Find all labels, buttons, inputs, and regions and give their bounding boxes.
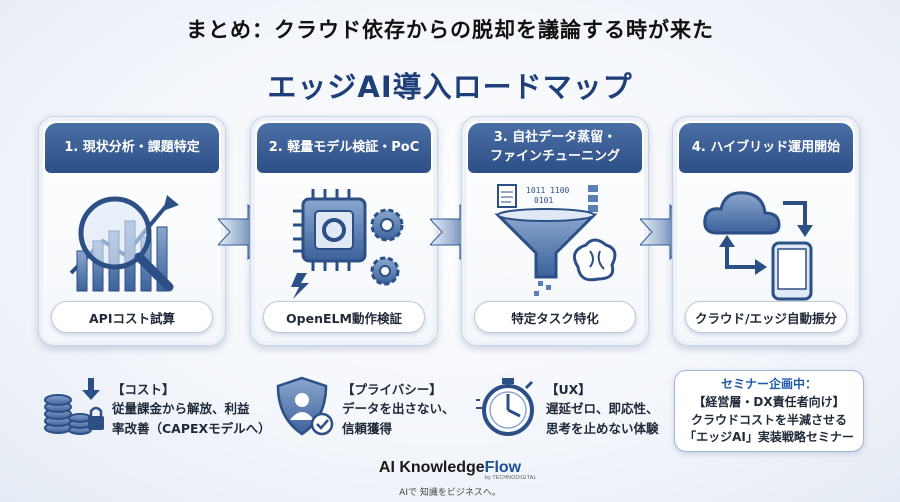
brand-logo: AI KnowledgeFlow <box>0 459 900 477</box>
seminar-line-3: クラウドコストを半減させる <box>690 412 847 427</box>
benefit-cost-line-1: 従量課金から解放、利益 <box>112 401 250 417</box>
roadmap-title: エッジAI導入ロードマップ <box>267 70 633 104</box>
chip-gears-icon <box>291 189 404 299</box>
magnifier-chart-icon <box>69 195 179 292</box>
svg-text:1011 1100: 1011 1100 <box>526 186 570 195</box>
step-card-2: 2. 軽量モデル検証・PoC OpenELM動作検証 <box>250 116 438 346</box>
step-title-1: 1. 現状分析・課題特定 <box>45 123 219 173</box>
step-title-3: 3. 自社データ蒸留・ ファインチューニング <box>468 123 642 173</box>
shield-user-icon <box>276 376 334 436</box>
step-card-3: 3. 自社データ蒸留・ ファインチューニング 1011 1100 0101 特定… <box>461 116 649 346</box>
benefit-cost-line-2: 率改善（CAPEXモデルへ） <box>112 420 271 436</box>
seminar-line-1: セミナー企画中： <box>720 377 817 391</box>
benefit-privacy: 【プライバシー】 データを出さない、 信頼獲得 <box>272 374 455 444</box>
brand-tagline: AIで 知識をビジネスへ。 <box>399 488 501 498</box>
brand-by-line: by TECHNODIGITAL <box>485 475 537 481</box>
step-card-4: 4. ハイブリッド運用開始 クラウド/エッジ自動振分 <box>672 116 860 346</box>
step-pill-2: OpenELM動作検証 <box>263 301 425 333</box>
stopwatch-icon <box>476 378 534 436</box>
seminar-line-2: 【経営層・DX責任者向け】 <box>693 394 845 409</box>
benefit-privacy-title: 【プライバシー】 <box>342 382 442 397</box>
benefit-privacy-line-1: データを出さない、 <box>342 401 455 417</box>
step-card-1: 1. 現状分析・課題特定 APIコスト試算 <box>38 116 226 346</box>
step-pill-4: クラウド/エッジ自動振分 <box>685 301 847 333</box>
seminar-announcement: セミナー企画中： 【経営層・DX責任者向け】 クラウドコストを半減させる 「エッ… <box>674 370 864 452</box>
page-header-title: まとめ：クラウド依存からの脱却を議論する時が来た <box>186 18 714 42</box>
step-pill-1: APIコスト試算 <box>51 301 213 333</box>
coins-lock-icon <box>44 378 104 435</box>
benefit-cost: 【コスト】 従量課金から解放、利益 率改善（CAPEXモデルへ） <box>42 374 282 444</box>
brand-name-a: AI Knowledge <box>378 459 485 476</box>
benefit-privacy-line-2: 信頼獲得 <box>342 420 393 436</box>
step-pill-3: 特定タスク特化 <box>474 301 636 333</box>
step-title-2: 2. 軽量モデル検証・PoC <box>257 123 431 173</box>
benefit-ux: 【UX】 遅延ゼロ、即応性、 思考を止めない体験 <box>476 374 666 444</box>
svg-text:0101: 0101 <box>534 196 553 205</box>
step-title-4: 4. ハイブリッド運用開始 <box>679 123 853 173</box>
benefit-cost-title: 【コスト】 <box>112 382 175 397</box>
cloud-phone-sync-icon <box>703 191 813 301</box>
benefit-ux-line-1: 遅延ゼロ、即応性、 <box>546 401 659 417</box>
benefit-ux-line-2: 思考を止めない体験 <box>546 420 659 436</box>
funnel-brain-icon: 1011 1100 0101 <box>494 184 617 296</box>
seminar-line-4: 「エッジAI」実装戦略セミナー <box>684 430 854 445</box>
brand-name-b: Flow <box>484 459 522 476</box>
benefit-ux-title: 【UX】 <box>546 382 591 397</box>
